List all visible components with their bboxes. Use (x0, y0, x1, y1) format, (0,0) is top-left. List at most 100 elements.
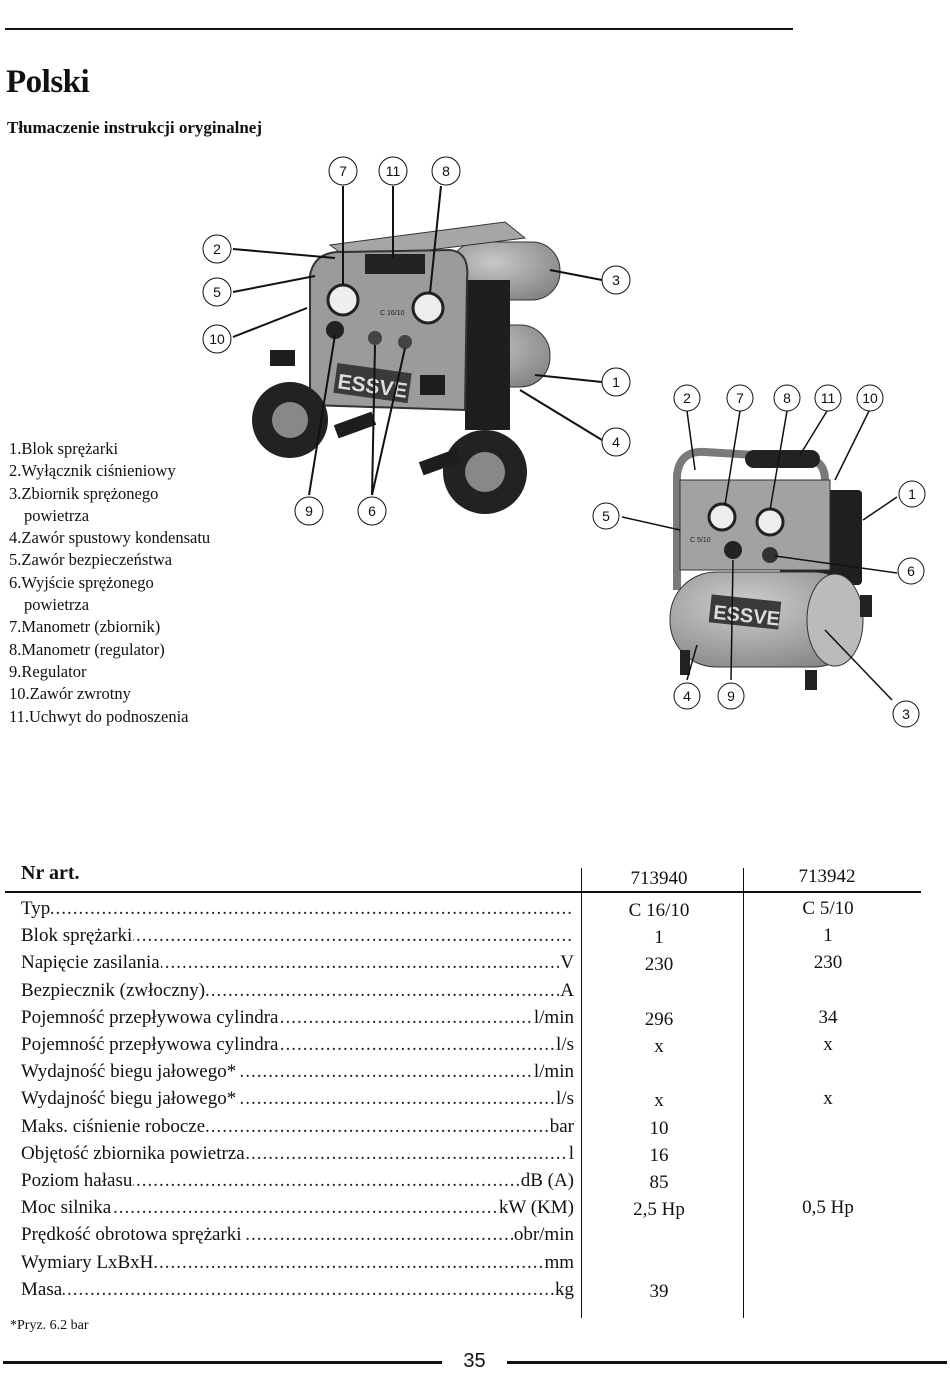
table-row: ........................................… (21, 925, 574, 952)
legend-item: powietrza (24, 595, 90, 615)
column-divider-2 (743, 868, 744, 1318)
row-label: Objętość zbiornika powietrza (21, 1142, 246, 1164)
row-label: Pojemność przepływowa cylindra (21, 1034, 280, 1055)
cell-713940: x (654, 1036, 664, 1057)
svg-text:7: 7 (736, 390, 744, 406)
leader-dots: ........................................… (21, 925, 574, 947)
svg-text:10: 10 (209, 331, 225, 347)
svg-text:2: 2 (213, 241, 221, 257)
callout-11: 11 (378, 156, 408, 186)
leader-dots: ........................................… (21, 1170, 574, 1191)
svg-text:11: 11 (386, 163, 401, 179)
cell-713940: C 16/10 (628, 900, 690, 921)
legend-item: 10.Zawór zwrotny (9, 684, 131, 704)
article-number-label: Nr art. (21, 862, 80, 884)
legend-item: 1.Blok sprężarki (9, 439, 119, 458)
compressor-small-illustration: C 5/10 ESSVE 2 7 8 11 10 1 5 6 4 9 3 (592, 384, 926, 728)
cell-713942: C 5/10 (802, 898, 854, 919)
callout-8-small: 8 (773, 384, 801, 412)
model-plate-large: C 16/10 (380, 310, 405, 317)
cell-713940: 85 (649, 1172, 669, 1193)
row-unit: l/min (532, 1006, 574, 1029)
callout-6-small: 6 (897, 557, 925, 585)
cell-713940: 1 (654, 927, 664, 949)
svg-text:3: 3 (612, 272, 620, 288)
callout-2-small: 2 (673, 384, 701, 412)
cell-713940: 39 (649, 1280, 669, 1302)
cell-713940: 16 (649, 1144, 669, 1166)
compressor-large-illustration: ESSVE C 16/10 7 11 8 2 5 10 3 1 4 9 6 (202, 156, 631, 526)
footer-rule-left (3, 1361, 442, 1364)
cell-713942: x (823, 1034, 833, 1055)
row-unit: l/min (532, 1061, 574, 1084)
cell-713942: x (823, 1088, 833, 1110)
legend-item: 6.Wyjście sprężonego (9, 572, 154, 592)
svg-text:5: 5 (602, 508, 610, 524)
row-label: Blok sprężarki (21, 925, 134, 947)
legend-item: 11.Uchwyt do podnoszenia (9, 706, 189, 726)
table-header-rule (5, 891, 921, 893)
svg-text:8: 8 (783, 390, 791, 406)
cell-713940: 296 (644, 1008, 674, 1030)
callout-10-small: 10 (856, 384, 884, 412)
callout-7: 7 (328, 156, 358, 186)
callout-5-small: 5 (592, 502, 620, 530)
page-subtitle: Tłumaczenie instrukcji oryginalnej (7, 118, 262, 137)
legend-item: 7.Manometr (zbiornik) (9, 617, 161, 637)
leader-dots: ........................................… (21, 898, 574, 919)
row-label: Moc silnika (21, 1197, 113, 1219)
legend-item: 4.Zawór spustowy kondensatu (9, 528, 211, 548)
svg-text:9: 9 (727, 688, 735, 704)
svg-text:6: 6 (907, 563, 915, 579)
footnote: *Pryz. 6.2 bar (10, 1318, 89, 1333)
table-row: ........................................… (21, 1197, 574, 1224)
model-plate-small: C 5/10 (690, 537, 711, 544)
leader-dots: ........................................… (21, 1197, 574, 1219)
cell-713940: 230 (644, 954, 674, 976)
row-unit: A (559, 979, 574, 1002)
cell-713942: 230 (813, 952, 843, 974)
callout-1-small: 1 (898, 480, 926, 508)
callout-4: 4 (601, 427, 631, 457)
row-unit: l/s (555, 1034, 574, 1056)
table-row: ........................................… (21, 1034, 574, 1061)
column-divider-1 (581, 868, 582, 1318)
footer-rule-right (507, 1361, 947, 1364)
table-row: ........................................… (21, 1006, 574, 1034)
callout-3: 3 (601, 265, 631, 295)
callout-7-small: 7 (726, 384, 754, 412)
row-label: Wydajność biegu jałowego* (21, 1088, 238, 1110)
svg-text:10: 10 (862, 390, 878, 406)
table-row: ........................................… (21, 1061, 574, 1088)
spec-table: Nr art. 713940 713942 ..................… (0, 860, 950, 1330)
row-unit: l (567, 1142, 574, 1165)
legend-item: 3.Zbiornik sprężonego (9, 483, 159, 503)
cell-713942: 0,5 Hp (802, 1197, 854, 1219)
row-unit: dB (A) (519, 1170, 574, 1192)
callout-1: 1 (601, 367, 631, 397)
row-label: Wydajność biegu jałowego* (21, 1061, 238, 1083)
svg-text:3: 3 (902, 706, 910, 722)
svg-text:11: 11 (821, 390, 836, 406)
cell-713940: 2,5 Hp (633, 1199, 685, 1221)
table-row: ........................................… (21, 1142, 574, 1170)
page-title: Polski (6, 64, 90, 100)
row-unit: l/s (555, 1088, 574, 1111)
callout-4-small: 4 (673, 682, 701, 710)
leader-dots: ........................................… (21, 1278, 574, 1300)
table-row: ........................................… (21, 1251, 574, 1279)
row-label: Prędkość obrotowa sprężarki (21, 1224, 243, 1246)
svg-text:4: 4 (683, 688, 691, 704)
page-number: 35 (463, 1350, 486, 1372)
legend-item: powietrza (24, 505, 90, 525)
legend-item: 9.Regulator (9, 661, 87, 681)
row-label: Poziom hałasu (21, 1170, 134, 1191)
callout-10: 10 (202, 324, 232, 354)
legend-item: 5.Zawór bezpieczeństwa (9, 550, 173, 570)
row-unit: kW (KM) (497, 1197, 574, 1220)
legend-item: 8.Manometr (regulator) (9, 639, 165, 659)
row-label: Maks. ciśnienie robocze (21, 1115, 207, 1137)
top-rule (5, 28, 793, 30)
svg-text:1: 1 (908, 486, 916, 502)
svg-text:2: 2 (683, 390, 691, 406)
